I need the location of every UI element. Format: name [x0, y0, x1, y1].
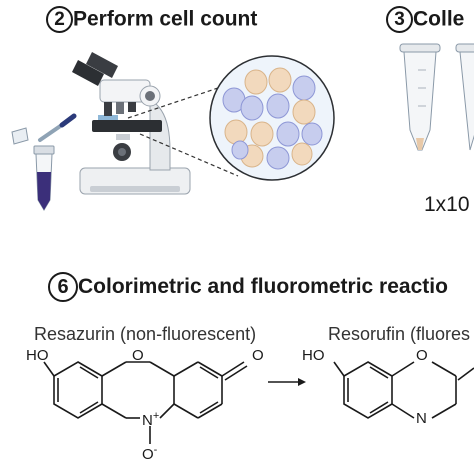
resorufin-structure	[333, 361, 474, 419]
zoom-line-top	[127, 87, 219, 119]
resazurin-o-charge: -	[153, 444, 158, 456]
resorufin-o-ring: O	[416, 347, 428, 364]
resazurin-n-charge: +	[152, 410, 160, 422]
stained-cells	[222, 67, 323, 170]
resazurin-n-symbol: N	[142, 412, 153, 429]
step2-number-badge: 2	[46, 6, 73, 33]
step6-number-badge: 6	[48, 272, 78, 302]
step3-number-badge: 3	[386, 6, 413, 33]
eppendorf-tube-icon-2	[455, 43, 474, 151]
microscope-icon	[72, 52, 191, 195]
resorufin-n: N	[416, 410, 427, 427]
step3-title-text: Colle	[413, 7, 465, 31]
resazurin-ho: HO	[26, 347, 49, 364]
resorufin-label: Resorufin (fluores	[328, 324, 471, 344]
resazurin-label: Resazurin (non-fluorescent)	[34, 324, 257, 344]
reaction-arrow	[268, 378, 306, 386]
resazurin-o-minus: O-	[142, 444, 157, 463]
eppendorf-tube-icon	[399, 43, 441, 151]
resorufin-ho: HO	[302, 347, 325, 364]
reaction-scheme	[43, 361, 474, 444]
step2-title: 2 Perform cell count	[46, 6, 257, 33]
zoom-line-bottom	[139, 133, 239, 177]
pipette-icon	[11, 113, 77, 145]
cell-count-illustration	[11, 43, 474, 211]
step6-number: 6	[57, 276, 69, 298]
tube-caption: 1x10	[424, 193, 470, 216]
resazurin-o-symbol: O	[142, 446, 154, 463]
resazurin-n: N+	[142, 410, 159, 429]
step6-title-text: Colorimetric and fluorometric reactio	[78, 275, 448, 298]
step2-title-text: Perform cell count	[73, 7, 258, 31]
resazurin-o-ring: O	[132, 347, 144, 364]
resazurin-o-ketone: O	[252, 347, 264, 364]
step3-number: 3	[394, 9, 405, 30]
resazurin-structure	[43, 361, 248, 444]
step3-title: 3 Colle	[386, 6, 464, 33]
step2-number: 2	[54, 9, 65, 30]
tube-icon	[33, 145, 55, 211]
cell-zoom-view	[209, 55, 335, 181]
step6-title: 6 Colorimetric and fluorometric reactio	[48, 272, 448, 302]
